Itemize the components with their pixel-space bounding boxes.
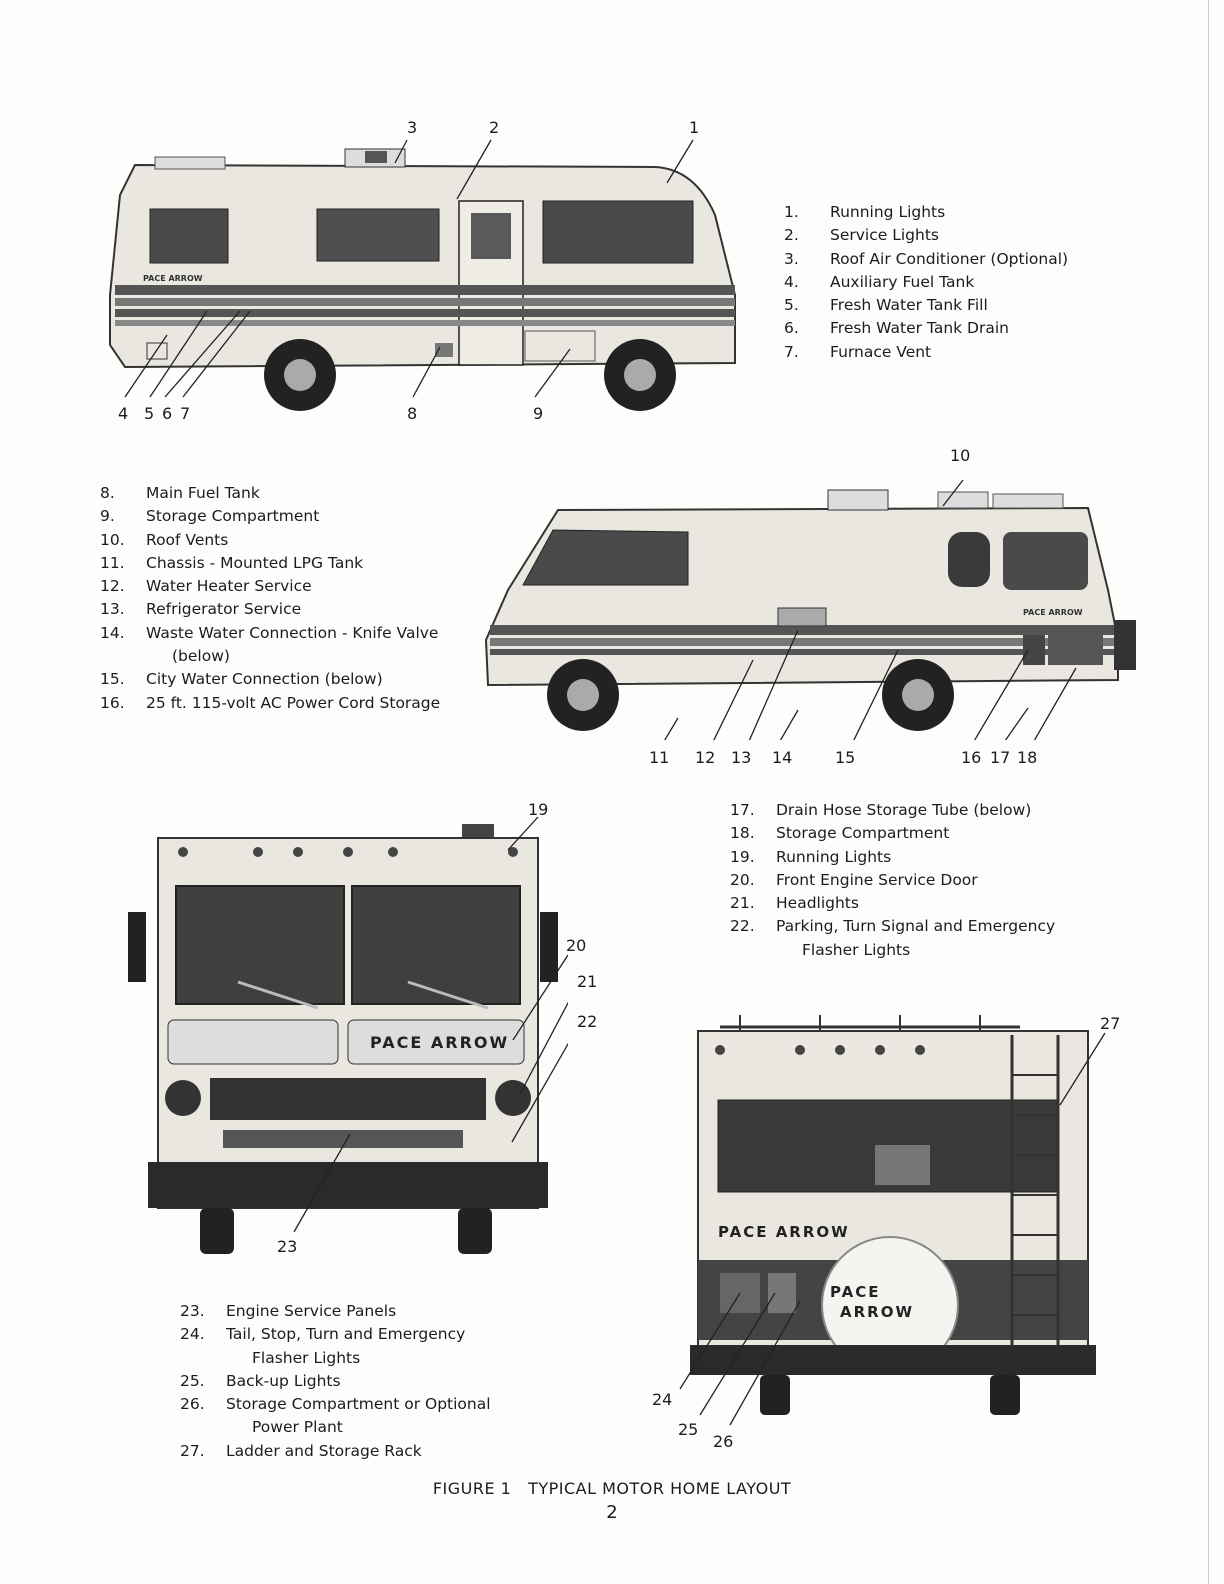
legend-item: 1.Running Lights xyxy=(784,203,946,221)
page-number: 2 xyxy=(606,1502,618,1523)
callout-19: 19 xyxy=(528,800,549,819)
callout-16: 16 xyxy=(961,748,982,767)
callout-17: 17 xyxy=(990,748,1011,767)
callout-27: 27 xyxy=(1100,1014,1121,1033)
callout-15: 15 xyxy=(835,748,856,767)
legend-item: 12.Water Heater Service xyxy=(100,577,312,596)
legend-item: 21.Headlights xyxy=(730,894,859,913)
callout-21: 21 xyxy=(577,972,598,991)
motorhome-rear-view: PACE ARROW PACE ARROW xyxy=(679,1015,1106,1426)
legend-item-continuation: Flasher Lights xyxy=(802,940,911,959)
legend-item: 26.Storage Compartment or Optional xyxy=(180,1395,491,1414)
callout-12: 12 xyxy=(695,748,716,767)
legend-item: 2.Service Lights xyxy=(784,226,939,245)
callout-7: 7 xyxy=(180,404,191,423)
legend-item: 10.Roof Vents xyxy=(100,530,229,549)
side-right-logo-text: PACE ARROW xyxy=(1023,608,1083,617)
legend-item: 8.Main Fuel Tank xyxy=(100,484,260,502)
callout-23: 23 xyxy=(277,1237,298,1256)
legend-item: 11.Chassis - Mounted LPG Tank xyxy=(100,553,364,572)
legend-item: 13.Refrigerator Service xyxy=(100,600,302,619)
legend-item: 22.Parking, Turn Signal and Emergency xyxy=(730,917,1056,936)
callout-10: 10 xyxy=(950,446,971,465)
legend-item: 25.Back-up Lights xyxy=(180,1371,341,1390)
figure-caption: FIGURE 1 TYPICAL MOTOR HOME LAYOUT xyxy=(432,1479,792,1498)
motorhome-side-view-right: PACE ARROW xyxy=(484,480,1136,740)
legend-item: 7.Furnace Vent xyxy=(784,342,932,361)
legend-rear: 23.Engine Service Panels 24.Tail, Stop, … xyxy=(180,1300,540,1463)
callout-14: 14 xyxy=(772,748,793,767)
spare-tire-logo-line1: PACE xyxy=(830,1283,880,1301)
legend-item: 27.Ladder and Storage Rack xyxy=(180,1441,422,1460)
callout-18: 18 xyxy=(1017,748,1038,767)
callout-22: 22 xyxy=(577,1012,598,1031)
callout-6: 6 xyxy=(162,404,173,423)
callout-11: 11 xyxy=(649,748,670,767)
callout-20: 20 xyxy=(566,936,587,955)
callout-1: 1 xyxy=(689,118,700,137)
callout-2: 2 xyxy=(489,118,500,137)
rear-logo-text: PACE ARROW xyxy=(718,1223,850,1241)
legend-item: 5.Fresh Water Tank Fill xyxy=(784,296,988,315)
legend-item-continuation: (below) xyxy=(172,647,230,666)
callout-24: 24 xyxy=(652,1390,673,1409)
front-logo-text: PACE ARROW xyxy=(370,1033,509,1052)
spare-tire-logo-line2: ARROW xyxy=(840,1303,914,1321)
motorhome-front-view: PACE ARROW xyxy=(128,816,568,1254)
legend-item: 24.Tail, Stop, Turn and Emergency xyxy=(180,1325,466,1344)
callout-8: 8 xyxy=(407,404,418,423)
legend-item: 15.City Water Connection (below) xyxy=(100,670,383,689)
legend-item: 23.Engine Service Panels xyxy=(180,1302,397,1320)
legend-item: 19.Running Lights xyxy=(730,847,892,866)
legend-item: 4.Auxiliary Fuel Tank xyxy=(784,272,975,291)
legend-item: 20.Front Engine Service Door xyxy=(730,870,978,889)
callout-4: 4 xyxy=(118,404,135,423)
legend-item: 16.25 ft. 115-volt AC Power Cord Storage xyxy=(100,693,441,712)
callout-25: 25 xyxy=(678,1420,699,1439)
motorhome-side-view-left: PACE ARROW xyxy=(109,139,736,411)
callout-5: 5 xyxy=(144,404,155,423)
legend-item: 9.Storage Compartment xyxy=(100,507,320,526)
legend-item: 6.Fresh Water Tank Drain xyxy=(784,319,1009,338)
legend-item: 18.Storage Compartment xyxy=(730,824,950,843)
legend-side-right-a: 8.Main Fuel Tank 9.Storage Compartment 1… xyxy=(100,482,470,715)
callout-3: 3 xyxy=(407,118,418,137)
scan-edge-line xyxy=(1208,0,1209,1584)
legend-item-continuation: Power Plant xyxy=(252,1418,343,1437)
legend-item-continuation: Flasher Lights xyxy=(252,1348,361,1367)
callout-9: 9 xyxy=(533,404,544,423)
callout-26: 26 xyxy=(713,1432,734,1451)
legend-item: 14.Waste Water Connection - Knife Valve xyxy=(100,623,439,642)
legend-item: 17.Drain Hose Storage Tube (below) xyxy=(730,801,1032,819)
legend-side-left: 1.Running Lights 2.Service Lights 3.Roof… xyxy=(784,201,1114,364)
side-logo-text: PACE ARROW xyxy=(143,274,203,283)
legend-item: 3.Roof Air Conditioner (Optional) xyxy=(784,249,1069,268)
legend-front: 17.Drain Hose Storage Tube (below) 18.St… xyxy=(730,799,1090,962)
callout-13: 13 xyxy=(731,748,752,767)
